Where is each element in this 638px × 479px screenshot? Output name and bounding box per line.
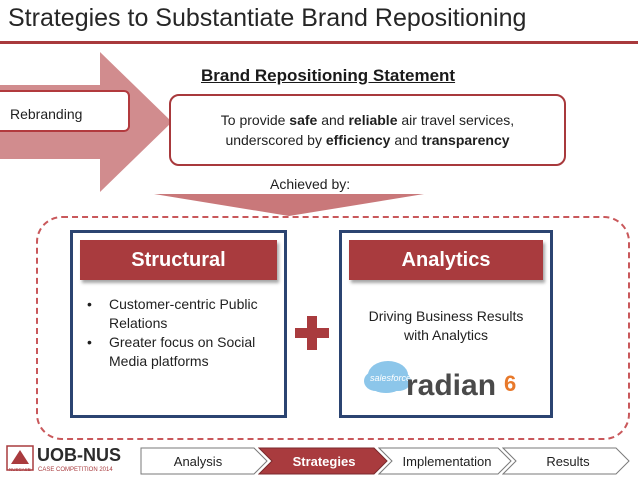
step-strategies[interactable] — [258, 447, 388, 475]
step-results[interactable] — [502, 447, 630, 475]
statement-emphasis: safe — [289, 112, 318, 128]
statement-line-1: To provide safe and reliable air travel … — [221, 110, 514, 130]
step-implementation[interactable] — [378, 447, 512, 475]
step-analysis-label: Analysis — [173, 453, 223, 469]
statement-text: air travel services, — [397, 112, 515, 128]
statement-text: To provide — [220, 112, 290, 128]
uob-nus-logo: NUSCASE UOB-NUS CASE COMPETITION 2014 — [6, 445, 121, 473]
step-results-label: Results — [546, 453, 590, 469]
structural-card: Structural • Customer-centric Public Rel… — [70, 230, 287, 418]
statement-emphasis: transparency — [421, 132, 510, 148]
step-strategies-label: Strategies — [292, 453, 356, 469]
step-analysis[interactable] — [140, 447, 268, 475]
slide-title: Strategies to Substantiate Brand Reposit… — [8, 4, 527, 32]
analytics-card: Analytics Driving Business Results with … — [339, 230, 553, 418]
statement-emphasis: efficiency — [325, 132, 391, 148]
list-item: • Greater focus on Social Media platform… — [87, 333, 280, 371]
bullet-text: Greater focus on Social — [109, 334, 256, 350]
plus-icon — [295, 316, 329, 350]
structural-heading: Structural — [80, 240, 277, 280]
bullet-icon: • — [87, 296, 92, 312]
logo-small-text: salesforce — [370, 373, 411, 383]
statement-box: To provide safe and reliable air travel … — [169, 94, 566, 166]
bullet-text: Customer-centric Public — [109, 296, 258, 312]
salesforce-radian6-logo: salesforce radian 6 — [364, 361, 516, 402]
bullet-icon: • — [87, 334, 92, 350]
analytics-line-2: with Analytics — [403, 327, 489, 343]
logo-sub-text: CASE COMPETITION 2014 — [38, 467, 113, 473]
analytics-description: Driving Business Results with Analytics — [346, 307, 546, 345]
strategies-frame — [36, 216, 630, 440]
structural-bullets: • Customer-centric Public Relations • Gr… — [87, 295, 280, 371]
statement-emphasis: reliable — [348, 112, 398, 128]
statement-text: underscored by — [225, 132, 326, 148]
statement-line-2: underscored by efficiency and transparen… — [225, 130, 509, 150]
down-arrow-icon — [154, 194, 424, 216]
title-divider — [0, 41, 638, 44]
logo-digit: 6 — [504, 371, 516, 396]
cloud-icon — [364, 361, 411, 393]
logo-main-text: UOB-NUS — [37, 445, 121, 465]
statement-heading: Brand Repositioning Statement — [201, 66, 456, 85]
analytics-heading: Analytics — [349, 240, 543, 280]
bullet-text: Media platforms — [109, 353, 209, 369]
logo-badge-text: NUSCASE — [9, 467, 31, 472]
progress-nav: Analysis Strategies Implementation Resul… — [140, 447, 630, 475]
rebranding-label: Rebranding — [10, 106, 83, 122]
step-implementation-label: Implementation — [402, 453, 492, 469]
bullet-text: Relations — [109, 315, 168, 331]
analytics-line-1: Driving Business Results — [368, 308, 524, 324]
statement-text: and — [390, 132, 422, 148]
achieved-by-label: Achieved by: — [270, 176, 351, 192]
list-item: • Customer-centric Public Relations — [87, 295, 280, 333]
rebranding-box: Rebranding — [0, 90, 130, 132]
statement-text: and — [317, 112, 349, 128]
logo-big-text: radian — [406, 369, 496, 402]
